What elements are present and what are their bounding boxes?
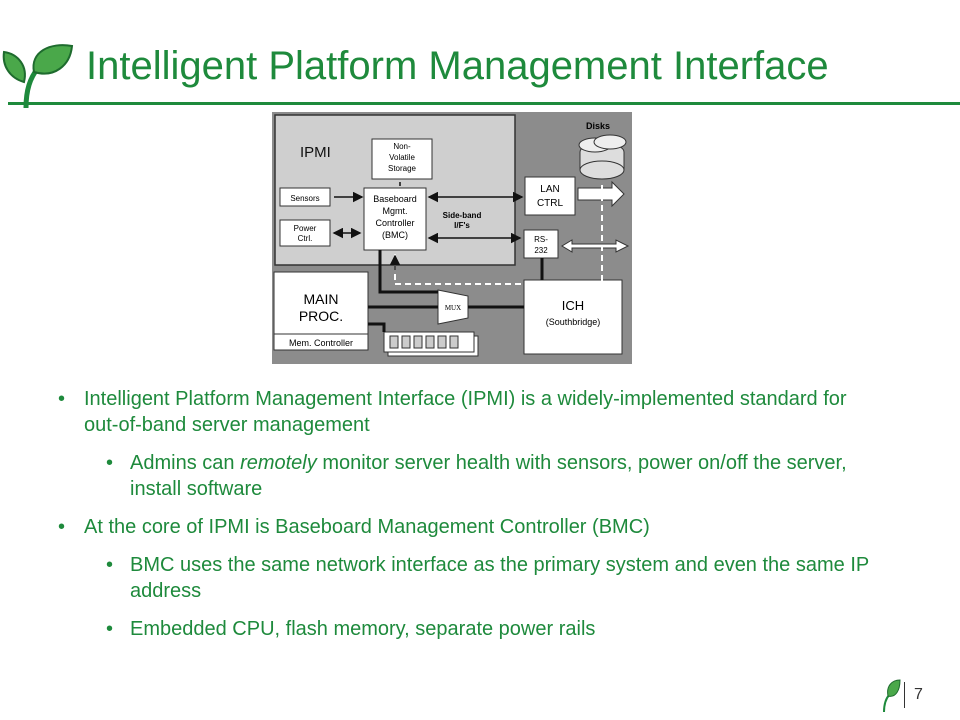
nvs-box (371, 138, 433, 180)
footer-leaf-icon (883, 679, 901, 713)
page-number: 7 (914, 686, 923, 703)
disks-label: Disks (586, 121, 610, 131)
sideband-label-2: I/F's (454, 221, 470, 230)
power-label-1: Power (294, 224, 317, 233)
title-underline (8, 102, 960, 105)
bullet-admins-text-pre: Admins can (130, 452, 241, 474)
sensors-label: Sensors (290, 194, 319, 203)
bullet-admins-text-post: monitor server health with sensors, powe… (130, 452, 847, 500)
bmc-mux-bus (378, 250, 438, 294)
bullet-admins-remote: Admins can remotely monitor server healt… (58, 450, 878, 502)
mux-box (437, 289, 469, 325)
bmc-label-1: Baseboard (373, 194, 417, 204)
bullet-bmc-core: At the core of IPMI is Baseboard Managem… (58, 514, 878, 540)
ipmi-label: IPMI (300, 144, 331, 161)
main-proc-label-2: PROC. (299, 308, 343, 324)
memory-modules-icon (383, 331, 479, 357)
sensors-box (279, 187, 331, 207)
slide-title: Intelligent Platform Management Interfac… (86, 44, 829, 88)
power-ctrl-box (279, 219, 331, 247)
power-label-2: Ctrl. (298, 234, 313, 243)
disks-icon (578, 134, 627, 180)
main-proc-label-1: MAIN (304, 291, 339, 307)
main-proc-box (273, 271, 369, 351)
nvs-label-3: Storage (388, 164, 417, 173)
nvs-label-2: Volatile (389, 153, 415, 162)
ich-box (523, 279, 623, 355)
bullet-list: Intelligent Platform Management Interfac… (58, 386, 878, 654)
leaf-logo-icon (2, 44, 74, 109)
rs232-label-1: RS- (534, 235, 548, 244)
rs232-box (523, 229, 559, 259)
lan-ctrl-box (524, 176, 576, 216)
lan-label-2: CTRL (537, 198, 564, 209)
ipmi-architecture-diagram: IPMI Non- Volatile Storage Baseboard Mgm… (272, 112, 632, 364)
bmc-label-4: (BMC) (382, 230, 408, 240)
bullet-ipmi-definition: Intelligent Platform Management Interfac… (58, 386, 878, 438)
sideband-label-1: Side-band (443, 211, 482, 220)
bmc-box (363, 187, 427, 251)
southbridge-label: (Southbridge) (546, 317, 601, 327)
nvs-label-1: Non- (393, 142, 411, 151)
proc-mem-bus (368, 322, 386, 332)
lan-network-arrow (577, 180, 625, 208)
page-number-divider (904, 682, 905, 708)
bmc-label-2: Mgmt. (382, 206, 407, 216)
ich-label: ICH (562, 298, 584, 313)
mux-label: MUX (445, 304, 461, 312)
mem-ctrl-label: Mem. Controller (289, 338, 353, 348)
bullet-admins-emphasis: remotely (240, 452, 317, 474)
bmc-label-3: Controller (375, 218, 414, 228)
lan-label-1: LAN (540, 184, 559, 195)
rs232-label-2: 232 (534, 246, 548, 255)
bullet-embedded-cpu: Embedded CPU, flash memory, separate pow… (58, 616, 878, 642)
bullet-bmc-network: BMC uses the same network interface as t… (58, 552, 878, 604)
rs232-network-arrow (561, 239, 630, 253)
